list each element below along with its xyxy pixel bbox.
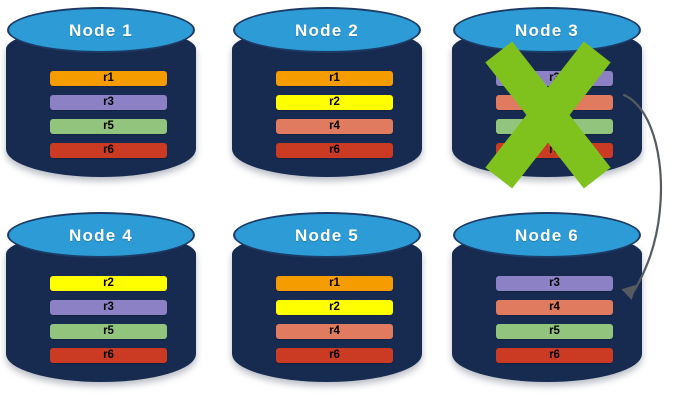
record-label: r4 xyxy=(329,324,340,337)
record-list: r1 r2 r4 r6 xyxy=(276,71,393,158)
record-label: r6 xyxy=(103,143,114,156)
record-bar[interactable]: r1 xyxy=(276,276,393,291)
record-bar[interactable]: r2 xyxy=(276,300,393,315)
record-label: r3 xyxy=(103,95,114,108)
record-list: r3 r4 r5 r6 xyxy=(496,276,613,363)
record-label: r4 xyxy=(549,300,560,313)
record-bar[interactable]: r6 xyxy=(276,348,393,363)
node-title: Node 6 xyxy=(515,225,579,245)
cylinder-top: Node 2 xyxy=(233,7,421,53)
record-list: r3 r4 r5 r6 xyxy=(496,71,613,158)
node-title: Node 3 xyxy=(515,20,579,40)
record-list: r1 r3 r5 r6 xyxy=(50,71,167,158)
record-label: r4 xyxy=(549,95,560,108)
record-bar[interactable]: r4 xyxy=(496,300,613,315)
cylinder-top: Node 6 xyxy=(453,212,641,258)
node-1[interactable]: Node 1 r1 r3 r5 r6 xyxy=(6,5,196,183)
record-label: r5 xyxy=(103,119,114,132)
record-list: r1 r2 r4 r6 xyxy=(276,276,393,363)
record-bar[interactable]: r1 xyxy=(276,71,393,86)
cylinder-top: Node 5 xyxy=(233,212,421,258)
record-bar[interactable]: r5 xyxy=(50,324,167,339)
record-label: r6 xyxy=(549,143,560,156)
record-bar[interactable]: r1 xyxy=(50,71,167,86)
node-6[interactable]: Node 6 r3 r4 r5 r6 xyxy=(452,210,642,388)
record-label: r6 xyxy=(103,348,114,361)
record-label: r1 xyxy=(329,276,340,289)
record-label: r2 xyxy=(329,95,340,108)
cylinder-top: Node 4 xyxy=(7,212,195,258)
node-title: Node 2 xyxy=(295,20,359,40)
record-bar[interactable]: r6 xyxy=(496,143,613,158)
record-bar[interactable]: r3 xyxy=(50,95,167,110)
node-title: Node 4 xyxy=(69,225,133,245)
record-label: r4 xyxy=(329,119,340,132)
cylinder-top: Node 1 xyxy=(7,7,195,53)
record-label: r6 xyxy=(329,143,340,156)
record-bar[interactable]: r3 xyxy=(496,276,613,291)
node-3[interactable]: Node 3 r3 r4 r5 r6 xyxy=(452,5,642,189)
record-label: r5 xyxy=(103,324,114,337)
record-bar[interactable]: r3 xyxy=(496,71,613,86)
record-bar[interactable]: r4 xyxy=(276,324,393,339)
record-label: r1 xyxy=(103,71,114,84)
record-label: r5 xyxy=(549,119,560,132)
record-label: r6 xyxy=(549,348,560,361)
record-bar[interactable]: r2 xyxy=(276,95,393,110)
record-list: r2 r3 r5 r6 xyxy=(50,276,167,363)
record-label: r3 xyxy=(549,276,560,289)
node-title: Node 1 xyxy=(69,20,133,40)
record-label: r2 xyxy=(103,276,114,289)
record-label: r3 xyxy=(549,71,560,84)
record-bar[interactable]: r3 xyxy=(50,300,167,315)
cylinder-top: Node 3 xyxy=(453,7,641,53)
record-bar[interactable]: r5 xyxy=(496,324,613,339)
record-bar[interactable]: r6 xyxy=(50,143,167,158)
record-bar[interactable]: r6 xyxy=(50,348,167,363)
record-label: r6 xyxy=(329,348,340,361)
record-bar[interactable]: r4 xyxy=(496,95,613,110)
record-label: r2 xyxy=(329,300,340,313)
record-bar[interactable]: r6 xyxy=(276,143,393,158)
record-bar[interactable]: r2 xyxy=(50,276,167,291)
node-5[interactable]: Node 5 r1 r2 r4 r6 xyxy=(232,210,422,388)
record-bar[interactable]: r5 xyxy=(496,119,613,134)
node-2[interactable]: Node 2 r1 r2 r4 r6 xyxy=(232,5,422,183)
record-bar[interactable]: r6 xyxy=(496,348,613,363)
record-bar[interactable]: r4 xyxy=(276,119,393,134)
node-4[interactable]: Node 4 r2 r3 r5 r6 xyxy=(6,210,196,388)
record-label: r3 xyxy=(103,300,114,313)
record-bar[interactable]: r5 xyxy=(50,119,167,134)
record-label: r1 xyxy=(329,71,340,84)
record-label: r5 xyxy=(549,324,560,337)
node-title: Node 5 xyxy=(295,225,359,245)
